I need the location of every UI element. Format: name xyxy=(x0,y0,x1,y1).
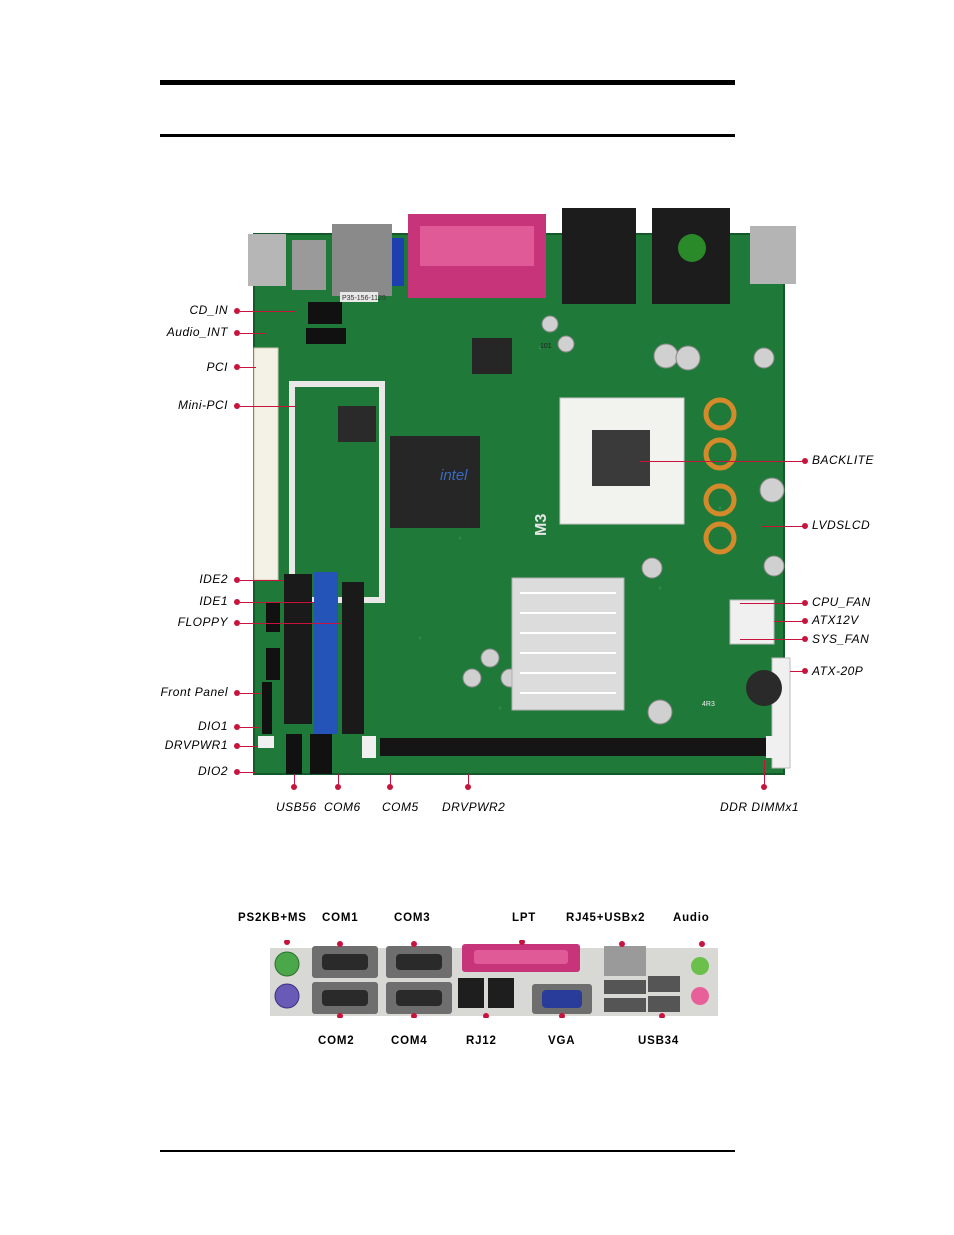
footer-rule xyxy=(160,1150,735,1152)
io-panel-figure xyxy=(270,940,718,1018)
callout-line xyxy=(240,333,266,334)
label-drvpwr2: DRVPWR2 xyxy=(442,800,505,814)
callout-dot xyxy=(802,458,808,464)
choke-label-text: 4R3 xyxy=(702,701,715,708)
callout-dot xyxy=(802,600,808,606)
motherboard-figure: P35-156-1129 intel M3 101 xyxy=(240,208,798,778)
callout-dot xyxy=(802,523,808,529)
io-label-com1: COM1 xyxy=(322,912,358,924)
io-label-lpt: LPT xyxy=(512,912,536,924)
lan-jack-shape xyxy=(332,224,392,296)
floppy-connector-shape xyxy=(342,582,364,734)
label-backlite: BACKLITE xyxy=(812,453,874,467)
serial-port-1-shape xyxy=(562,208,636,304)
callout-line xyxy=(240,367,256,368)
io-label-com3: COM3 xyxy=(394,912,430,924)
label-dio2: DIO2 xyxy=(198,764,228,778)
io-label-usb34: USB34 xyxy=(638,1035,679,1047)
io-label-ps2: PS2KB+MS xyxy=(238,912,307,924)
io-label-rj45-usb: RJ45+USBx2 xyxy=(566,912,645,924)
label-cd-in: CD_IN xyxy=(189,303,228,317)
pci-slot-shape xyxy=(254,348,278,580)
label-atx-20p: ATX-20P xyxy=(812,664,863,678)
callout-line xyxy=(240,727,260,728)
vga-shape xyxy=(542,990,582,1008)
callout-line xyxy=(240,746,258,747)
ps2-mouse-shape xyxy=(275,952,299,976)
callout-line xyxy=(240,693,262,694)
header-rule-top xyxy=(160,80,735,85)
label-pci: PCI xyxy=(206,360,228,374)
label-cpu-fan: CPU_FAN xyxy=(812,595,871,609)
io-label-com4: COM4 xyxy=(391,1035,427,1047)
label-sys-fan: SYS_FAN xyxy=(812,632,869,646)
callout-line xyxy=(740,639,806,640)
callout-dot xyxy=(465,784,471,790)
callout-dot xyxy=(387,784,393,790)
motherboard-photo: P35-156-1129 intel M3 101 xyxy=(240,208,798,778)
io-panel-photo xyxy=(270,940,718,1018)
lan-sticker-text: P35-156-1129 xyxy=(342,295,386,302)
ide1-connector-shape xyxy=(314,572,338,734)
callout-dot xyxy=(335,784,341,790)
ps2-keyboard-shape xyxy=(275,984,299,1008)
board-model-text: M3 xyxy=(533,514,550,536)
label-front-panel: Front Panel xyxy=(160,685,228,699)
label-com5: COM5 xyxy=(382,800,419,814)
label-floppy: FLOPPY xyxy=(178,615,228,629)
label-usb56: USB56 xyxy=(276,800,317,814)
label-ddr-dimm: DDR DIMMx1 xyxy=(720,800,799,814)
callout-dot xyxy=(802,618,808,624)
heatsink-shape xyxy=(512,578,624,710)
callout-line xyxy=(240,772,256,773)
header-rule-bottom xyxy=(160,134,735,137)
io-label-audio: Audio xyxy=(673,912,710,924)
callout-dot xyxy=(802,668,808,674)
label-lvdslcd: LVDSLCD xyxy=(812,518,870,532)
callout-line xyxy=(240,623,342,624)
callout-line xyxy=(740,603,806,604)
chipset-logo-text: intel xyxy=(440,467,468,484)
io-label-rj12: RJ12 xyxy=(466,1035,497,1047)
ide2-connector-shape xyxy=(284,574,312,724)
callout-line xyxy=(240,602,314,603)
callout-line xyxy=(762,526,806,527)
label-dio1: DIO1 xyxy=(198,719,228,733)
label-drvpwr1: DRVPWR1 xyxy=(165,738,228,752)
label-ide1: IDE1 xyxy=(199,594,228,608)
callout-dot xyxy=(802,636,808,642)
callout-line xyxy=(640,461,806,462)
callout-line xyxy=(240,406,296,407)
label-com6: COM6 xyxy=(324,800,361,814)
io-label-com2: COM2 xyxy=(318,1035,354,1047)
atx12v-shape xyxy=(730,600,774,644)
label-atx12v: ATX12V xyxy=(812,613,859,627)
callout-line xyxy=(240,580,284,581)
label-mini-pci: Mini-PCI xyxy=(178,398,228,412)
callout-dot xyxy=(761,784,767,790)
io-label-vga: VGA xyxy=(548,1035,575,1047)
callout-dot xyxy=(291,784,297,790)
label-audio-int: Audio_INT xyxy=(167,325,228,339)
dimm-slot-shape xyxy=(380,738,770,756)
label-ide2: IDE2 xyxy=(199,572,228,586)
capacitor-label-text: 101 xyxy=(540,343,552,350)
callout-line xyxy=(240,311,296,312)
